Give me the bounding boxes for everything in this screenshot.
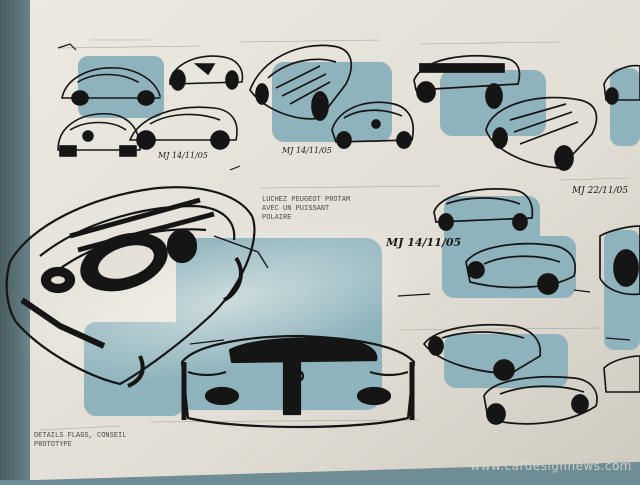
sketch-car-15 <box>603 355 640 393</box>
sketch-car-14 <box>483 375 598 425</box>
sketch-car-6 <box>331 101 414 149</box>
sketch-car-7 <box>413 54 521 109</box>
sketch-rear-car <box>180 334 416 429</box>
sketch-car-5 <box>249 44 353 121</box>
handwritten-note-1: LUCHEZ PEUGEOT PROTAM AVEC UN PUISSANT P… <box>262 196 351 222</box>
sketch-car-4 <box>128 106 238 150</box>
sketch-car-11 <box>465 242 576 295</box>
signature-3: MJ 22/11/05 <box>572 186 629 196</box>
signature-4: MJ 14/11/05 <box>386 236 462 249</box>
signature-2: MJ 14/11/05 <box>282 146 332 155</box>
handwritten-note-2: DETAILS FLAGS, CONSEIL PROTOTYPE <box>34 432 127 449</box>
signature-1: MJ 14/11/05 <box>158 151 208 160</box>
scribbles <box>57 43 631 345</box>
sketch-car-2 <box>169 55 244 91</box>
sketch-car-13 <box>422 323 542 381</box>
watermark: www.cardesignnews.com <box>470 459 632 473</box>
sketch-car-12 <box>599 225 640 296</box>
sketch-hero-car <box>5 186 269 388</box>
sketch-car-1 <box>61 67 161 106</box>
sketch-car-9 <box>603 64 640 105</box>
construction-lines <box>39 39 631 431</box>
sketch-car-10 <box>433 188 534 231</box>
sketch-car-8 <box>485 96 598 171</box>
